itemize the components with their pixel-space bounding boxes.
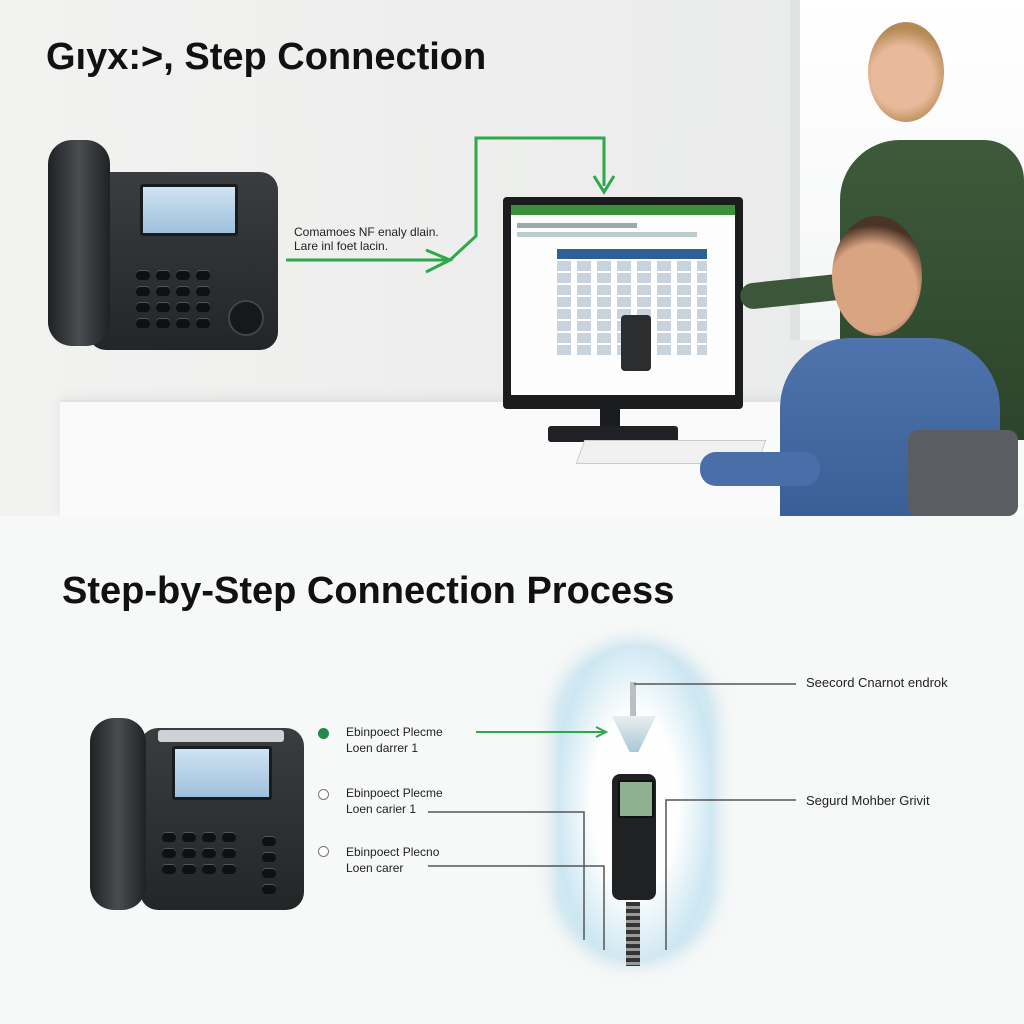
step-line-2: Loen darrer 1 — [346, 741, 419, 755]
step-line-2: Loen carer — [346, 861, 404, 875]
step-radio[interactable] — [318, 846, 329, 857]
callout-top: Seecord Cnarnot endrok — [806, 675, 948, 690]
step-line-1: Ebinpoect Plecno — [346, 845, 440, 859]
step-line-1: Ebinpoect Plecme — [346, 725, 443, 739]
arrow-label-line-2: Lare inl foet lacin. — [294, 239, 389, 253]
section-title: Step-by-Step Connection Process — [62, 570, 675, 612]
green-connection-arrow — [286, 136, 616, 274]
arrow-label-line-1: Comamoes NF enaly dlain. — [294, 225, 439, 239]
step-radio[interactable] — [318, 789, 329, 800]
step-radio-selected[interactable] — [318, 728, 329, 739]
step-line-1: Ebinpoect Plecme — [346, 786, 443, 800]
step-line-2: Loen carier 1 — [346, 802, 417, 816]
office-photo: Gıyx:>, Step Connection Comamoes NF enal… — [0, 0, 1024, 516]
top-title: Gıyx:>, Step Connection — [46, 36, 487, 78]
callout-middle: Segurd Mohber Grivit — [806, 793, 930, 808]
